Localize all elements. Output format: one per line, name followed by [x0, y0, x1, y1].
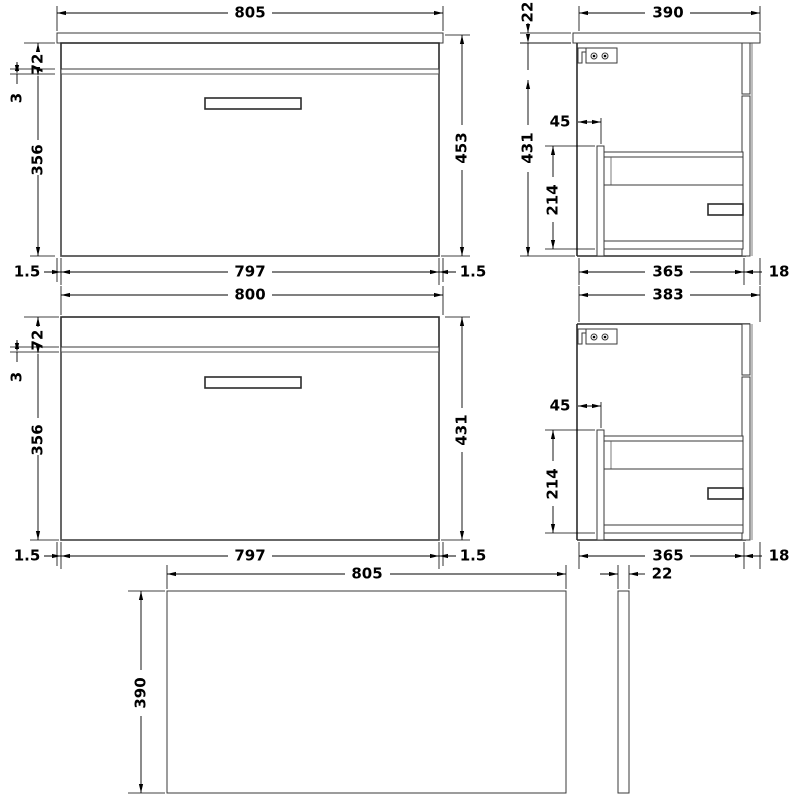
- dim-72-lower-label: 72: [29, 330, 47, 351]
- drawer-handle-front-lower: [204, 376, 302, 389]
- reveal-band-front-lower: [60, 346, 440, 353]
- dim-390-plan: 390: [128, 590, 165, 794]
- wall-bracket-lower: [577, 328, 618, 345]
- dim-797-label: 797: [234, 263, 265, 281]
- dim-390-label: 390: [652, 4, 683, 22]
- worktop-edge-outline: [617, 590, 630, 794]
- drawer-front-upper: [60, 73, 440, 257]
- dim-453: 453: [441, 34, 471, 257]
- dim-390: 390: [578, 4, 761, 31]
- dim-431-lower-label: 431: [453, 414, 471, 445]
- dim-3-lower-label: 3: [8, 372, 26, 382]
- dim-22-top: 22: [519, 2, 571, 70]
- reveal-band-front-upper: [60, 68, 440, 75]
- drawer-base-lower: [603, 524, 744, 534]
- dim-431-upper: 431: [519, 42, 575, 257]
- drawer-assembly-upper: [596, 145, 744, 257]
- drawer-base-upper: [603, 240, 744, 250]
- carcass-outline-front-lower: [60, 316, 440, 541]
- drawer-rail-lower: [596, 429, 605, 541]
- dim-390-plan-label: 390: [132, 677, 150, 708]
- dim-3: 3: [8, 62, 55, 103]
- dim-356-label: 356: [29, 144, 47, 175]
- dim-356: 356: [29, 144, 55, 257]
- dim-365-lower-label: 365: [652, 547, 683, 565]
- dim-214-lower-label: 214: [544, 468, 562, 499]
- dim-214-lower: 214: [544, 429, 595, 534]
- view-worktop-edge: [617, 590, 630, 794]
- dim-chain-365-lower: 365 18: [578, 542, 790, 569]
- dim-1p5-right-lower-label: 1.5: [460, 547, 487, 565]
- dim-1p5-left-label: 1.5: [14, 263, 41, 281]
- dim-383-label: 383: [652, 286, 683, 304]
- carcass-outline-front-upper: [60, 42, 440, 257]
- dim-72-label: 72: [29, 54, 47, 75]
- dim-805-plan: 805: [166, 565, 567, 589]
- drawer-upper-band: [603, 156, 744, 186]
- drawer-top-edge-lower: [603, 435, 744, 442]
- dim-356-lower-label: 356: [29, 424, 47, 455]
- drawer-front-lower: [60, 351, 440, 541]
- dim-356-lower: 356: [29, 424, 59, 541]
- drawer-handle-side-lower: [707, 487, 744, 500]
- view-side-upper: [572, 32, 761, 257]
- drawer-upper-band-lower: [603, 440, 744, 470]
- dim-72-lower: 72: [10, 316, 59, 418]
- drawer-handle-side-upper: [707, 203, 744, 216]
- dim-chain-797-lower: 1.5 797 1.5: [14, 542, 487, 569]
- view-front-upper: [56, 32, 444, 257]
- dim-18-lower-label: 18: [769, 547, 790, 565]
- dim-18-upper-label: 18: [769, 263, 790, 281]
- dim-72: 72: [10, 42, 55, 140]
- dim-chain-797-upper: 1.5 797 1.5: [14, 258, 487, 285]
- dim-214-upper-label: 214: [544, 184, 562, 215]
- dim-22-edge-label: 22: [652, 565, 673, 583]
- front-panel-lower-side-a: [741, 323, 751, 376]
- drawer-handle-front-upper: [204, 97, 302, 110]
- dim-3-lower: 3: [8, 340, 59, 382]
- dim-383: 383: [578, 286, 761, 322]
- dim-805-plan-label: 805: [351, 565, 382, 583]
- wall-bracket-upper: [577, 47, 618, 64]
- dim-22-edge: 22: [600, 565, 673, 589]
- dim-800-top: 800: [60, 286, 444, 315]
- drawer-assembly-lower: [596, 429, 744, 541]
- front-panel-upper-side-a: [741, 42, 751, 95]
- dim-1p5-right-label: 1.5: [460, 263, 487, 281]
- dim-805-top: 805: [56, 4, 444, 31]
- dim-22-top-label: 22: [519, 2, 537, 23]
- dim-3-label: 3: [8, 93, 26, 103]
- dim-45-lower: 45: [550, 397, 602, 428]
- dim-1p5-left-lower-label: 1.5: [14, 547, 41, 565]
- worktop-slab-side-upper: [572, 32, 761, 44]
- dim-45-upper-label: 45: [550, 113, 571, 131]
- dim-45-lower-label: 45: [550, 397, 571, 415]
- view-side-lower: [576, 323, 753, 541]
- drawer-top-edge-upper: [603, 151, 744, 158]
- dim-431-lower: 431: [441, 316, 471, 541]
- dim-chain-365-upper: 365 18: [578, 258, 790, 285]
- worktop-plan-outline: [166, 590, 567, 794]
- dim-453-label: 453: [453, 132, 471, 163]
- dim-805-top-label: 805: [234, 4, 265, 22]
- view-front-lower: [60, 316, 440, 541]
- dim-45-upper: 45: [550, 113, 602, 144]
- worktop-slab-front-upper: [56, 32, 444, 44]
- drawer-rail-upper: [596, 145, 605, 257]
- dim-365-upper-label: 365: [652, 263, 683, 281]
- dim-800-top-label: 800: [234, 286, 265, 304]
- view-worktop-plan: [166, 590, 567, 794]
- dim-214-upper: 214: [544, 145, 595, 250]
- dim-797-lower-label: 797: [234, 547, 265, 565]
- dim-431-upper-label: 431: [519, 132, 537, 163]
